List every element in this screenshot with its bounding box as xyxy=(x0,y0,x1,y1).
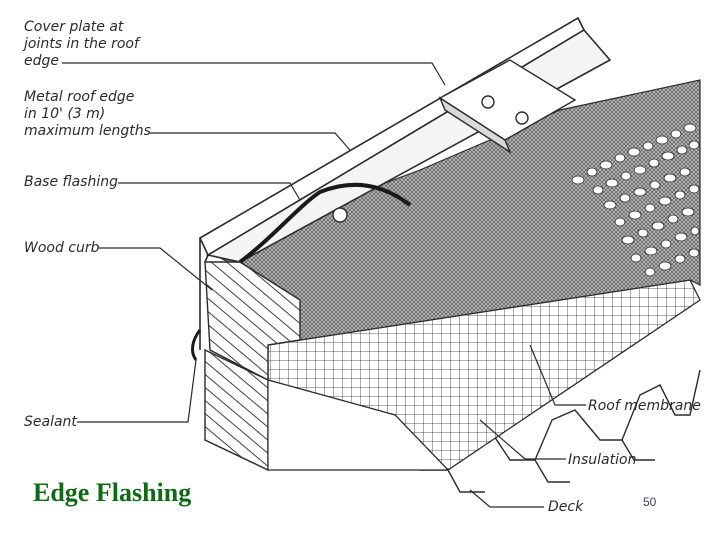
sealant xyxy=(191,329,202,361)
label-roof-membrane: Roof membrane xyxy=(588,398,701,414)
cover-plate xyxy=(332,59,577,223)
label-deck: Deck xyxy=(548,499,584,515)
label-metal-roof-edge: Metal roof edge in 10' (3 m) maximum len… xyxy=(24,89,151,139)
label-insulation: Insulation xyxy=(568,452,637,468)
base-flashing xyxy=(238,182,412,264)
label-sealant: Sealant xyxy=(24,414,77,430)
leader-lines xyxy=(62,62,586,508)
gravel xyxy=(571,123,700,277)
wood-curb xyxy=(204,261,301,382)
page-number: 50 xyxy=(643,495,657,509)
label-wood-curb: Wood curb xyxy=(24,240,100,256)
label-cover-plate: Cover plate at joints in the roof edge xyxy=(24,19,139,69)
label-base-flashing: Base flashing xyxy=(24,174,118,190)
slide-title: Edge Flashing xyxy=(33,478,192,507)
